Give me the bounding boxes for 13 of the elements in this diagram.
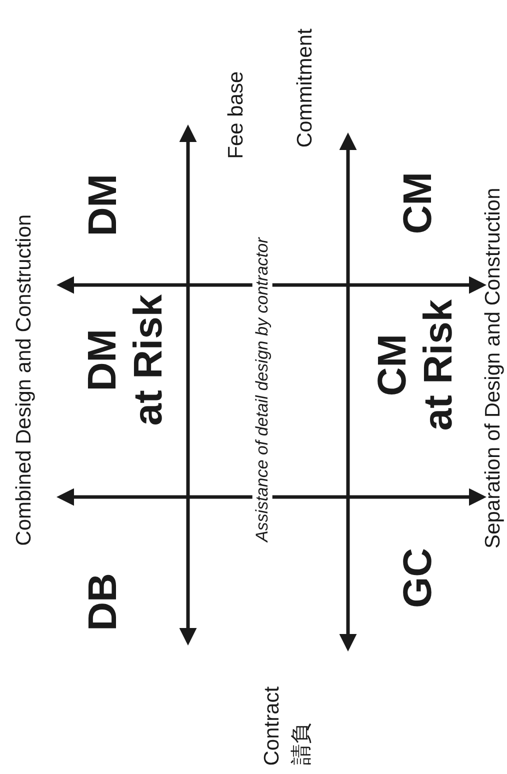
axis-label: Fee base [224,71,249,159]
axis-label: Commitment [292,28,317,148]
axis-label: Contract [260,686,284,766]
axis-label: Combined Design and Construction [12,214,37,546]
quadrant-label: DB [80,573,126,631]
quadrant-label: GC [395,548,441,608]
quadrant-label: DM at Risk [79,294,172,426]
quadrant-label: CM at Risk [369,299,462,431]
axis-label: Separation of Design and Construction [480,188,505,548]
axis-label: Assistance of detail design by contractor [252,234,272,545]
axis-label: 請負 [290,723,314,766]
quadrant-label: CM [395,172,442,234]
quadrant-label: DM [80,174,126,236]
